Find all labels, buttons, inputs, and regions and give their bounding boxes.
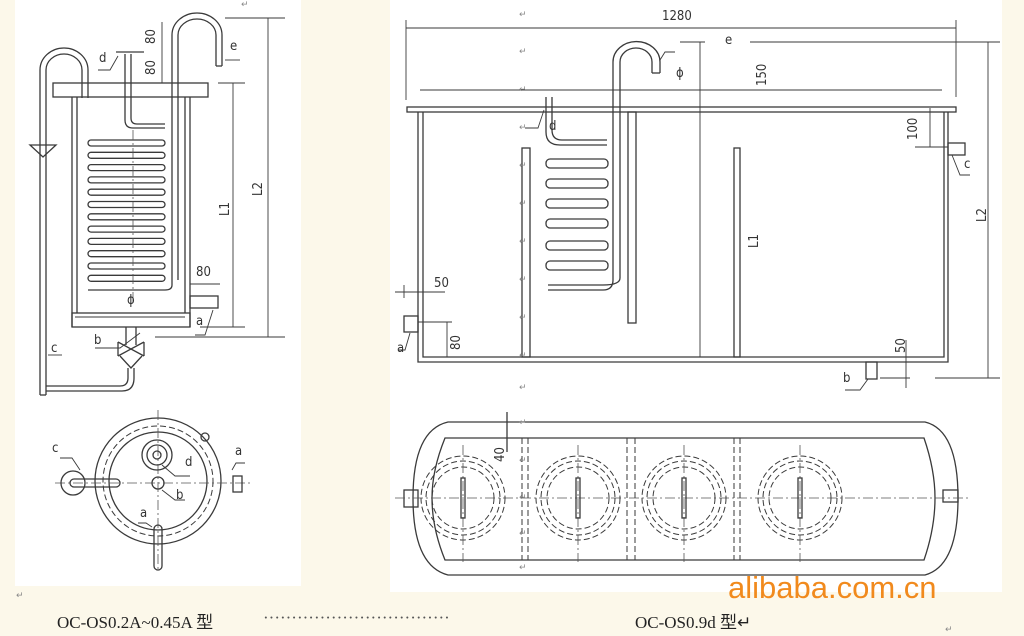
vertical-vessel-plan: c d b a a xyxy=(52,410,250,571)
paragraph-mark: ↵ xyxy=(519,199,527,209)
paragraph-mark: ↵ xyxy=(945,625,953,635)
left-drawing-panel xyxy=(15,0,301,586)
label-c: c xyxy=(51,341,57,356)
watermark: alibaba.com.cn xyxy=(728,570,937,605)
dim-80-upper: 80 xyxy=(144,60,159,75)
coil-tube xyxy=(87,262,166,270)
paragraph-marks: ↵ ↵ ↵ ↵ ↵ ↵ ↵ ↵ ↵ ↵ ↵ ↵ ↵ ↵ ↵ ↵ ↵ ↵ ↵ xyxy=(16,0,953,635)
paragraph-mark: ↵ xyxy=(519,275,527,285)
paragraph-mark: ↵ xyxy=(519,563,527,573)
caption-left-model: OC-OS0.2A~0.45A 型 xyxy=(57,613,214,632)
dim-L2-right: L2 xyxy=(975,208,990,222)
horizontal-tank-elevation: 1280 e ϕ 150 100 d c L1 L2 50 80 a b 50 xyxy=(395,9,1000,391)
port-slot xyxy=(797,477,803,519)
dim-1280: 1280 xyxy=(662,9,692,24)
paragraph-mark: ↵ xyxy=(519,237,527,247)
port-slot xyxy=(575,477,581,519)
label-b: b xyxy=(94,333,101,348)
label-a: a xyxy=(196,314,203,329)
paragraph-mark: ↵ xyxy=(16,591,24,601)
coil-tube xyxy=(87,176,166,184)
coil-tube xyxy=(87,225,166,233)
paragraph-mark: ↵ xyxy=(519,47,527,57)
coil-tube xyxy=(87,213,166,221)
coil-tube xyxy=(87,188,166,196)
label-b-right: b xyxy=(843,371,850,386)
paragraph-mark: ↵ xyxy=(519,351,527,361)
coil-tube xyxy=(545,240,609,251)
label-d-right: d xyxy=(549,119,556,134)
coil-tube xyxy=(545,198,609,209)
dim-80-top: 80 xyxy=(144,29,159,44)
coil-tube xyxy=(545,260,609,271)
plan-label-a-bottom: a xyxy=(140,506,147,521)
port-slot xyxy=(460,477,466,519)
dim-50-left: 50 xyxy=(434,276,449,291)
caption-right-model: OC-OS0.9d 型↵ xyxy=(635,613,752,632)
coil-tube xyxy=(545,158,609,169)
label-phi: ϕ xyxy=(127,293,135,308)
paragraph-mark: ↵ xyxy=(519,85,527,95)
label-e: e xyxy=(230,39,237,54)
left-labels: d e a b c ϕ 80 80 80 L1 L2 xyxy=(51,29,266,356)
vertical-vessel-elevation xyxy=(28,12,285,396)
coil-tube xyxy=(87,237,166,246)
dim-L1: L1 xyxy=(218,202,233,216)
dim-80-right: 80 xyxy=(449,335,464,350)
label-a-right: a xyxy=(397,341,404,356)
coil-tube xyxy=(87,250,166,258)
plan-label-a-side: a xyxy=(235,444,242,459)
dim-L1-right: L1 xyxy=(747,234,762,248)
coil-tube xyxy=(545,218,609,229)
paragraph-mark: ↵ xyxy=(241,0,249,10)
horizontal-tank-plan: 40 xyxy=(395,412,968,576)
right-drawing-panel xyxy=(390,0,1002,592)
dim-80-side: 80 xyxy=(196,265,211,280)
dim-40: 40 xyxy=(493,447,508,462)
dim-L2: L2 xyxy=(251,182,266,196)
coil-tube xyxy=(87,274,166,282)
caption-leader-dots: ································· xyxy=(263,608,450,627)
label-e-right: e xyxy=(725,33,732,48)
water-level-marker xyxy=(28,144,58,158)
plan-label-c: c xyxy=(52,441,58,456)
paragraph-mark: ↵ xyxy=(519,161,527,171)
dim-100: 100 xyxy=(906,118,921,140)
paragraph-mark: ↵ xyxy=(519,493,527,503)
dim-50-bottom: 50 xyxy=(894,338,909,353)
paragraph-mark: ↵ xyxy=(519,529,527,539)
port-slot xyxy=(681,477,687,519)
paragraph-mark: ↵ xyxy=(519,418,527,428)
label-d: d xyxy=(99,51,106,66)
paragraph-mark: ↵ xyxy=(519,456,527,466)
coil-tube xyxy=(87,139,166,147)
coil-tube xyxy=(545,178,609,189)
dim-150: 150 xyxy=(755,64,770,86)
coil-tube xyxy=(87,200,166,209)
coil-tube xyxy=(87,151,166,159)
coil-tube xyxy=(87,163,166,172)
plan-label-b: b xyxy=(176,488,183,503)
label-c-right: c xyxy=(964,157,970,172)
paragraph-mark: ↵ xyxy=(519,313,527,323)
paragraph-mark: ↵ xyxy=(519,10,527,20)
label-phi-right: ϕ xyxy=(676,66,684,81)
plan-label-d: d xyxy=(185,455,192,470)
paragraph-mark: ↵ xyxy=(519,123,527,133)
paragraph-mark: ↵ xyxy=(519,383,527,393)
